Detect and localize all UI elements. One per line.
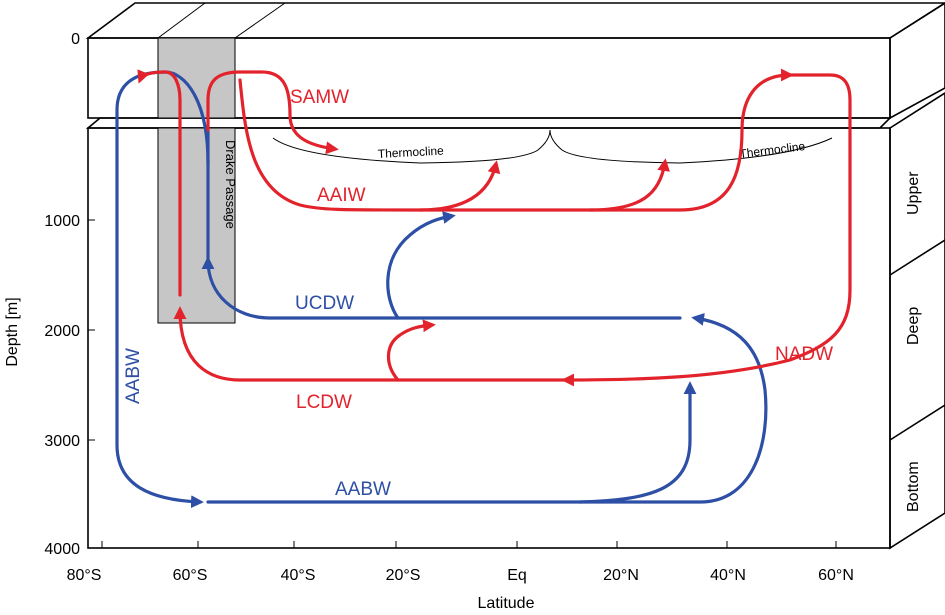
x-tick-label-80s: 80°S <box>67 567 102 584</box>
thermocline-brace <box>272 129 833 164</box>
samw-path <box>137 69 182 297</box>
aabw-bottom-label: AABW <box>335 479 391 500</box>
ucdw-path <box>201 256 682 320</box>
y-tick-label-1000: 1000 <box>44 213 80 230</box>
zone-label-upper: Upper <box>905 171 922 215</box>
drake-passage-shade-lower <box>157 127 236 324</box>
thermocline-north-label: Thermocline <box>739 139 807 161</box>
y-axis-title: Depth [m] <box>4 297 21 366</box>
y-axis: 0 1000 2000 3000 4000 Depth [m] <box>4 31 95 558</box>
aabw-vertical-label: AABW <box>123 348 144 404</box>
y-tick-label-4000: 4000 <box>44 541 80 558</box>
main-body-side-face <box>889 92 945 550</box>
x-tick-label-60s: 60°S <box>173 567 208 584</box>
water-mass-labels: SAMW AAIW UCDW LCDW NADW AABW AABW <box>123 87 833 500</box>
thermocline: Thermocline Thermocline <box>272 129 833 164</box>
drake-passage: Drake Passage <box>157 2 286 324</box>
lcdw-path <box>173 306 567 382</box>
x-tick-label-20s: 20°S <box>386 567 421 584</box>
ucdw-label: UCDW <box>295 293 354 314</box>
aabw-bottom-path <box>206 381 697 504</box>
samw-label: SAMW <box>290 87 349 108</box>
samw-surface-path <box>206 70 339 155</box>
x-tick-label-40n: 40°N <box>710 567 746 584</box>
x-tick-label-eq: Eq <box>507 567 527 584</box>
zone-divider-upper-deep <box>889 239 945 276</box>
ucdw-branch <box>386 211 456 320</box>
x-axis-title: Latitude <box>478 595 535 612</box>
y-tick-label-3000: 3000 <box>44 433 80 450</box>
thermocline-south-label: Thermocline <box>377 144 444 161</box>
x-tick-label-40s: 40°S <box>281 567 316 584</box>
aaiw-label: AAIW <box>317 185 366 206</box>
aabw-bottom-extension <box>578 313 768 504</box>
lcdw-branch <box>386 319 436 382</box>
lcdw-label: LCDW <box>296 392 352 413</box>
x-tick-label-20n: 20°N <box>603 567 639 584</box>
aaiw-to-north <box>418 158 670 212</box>
zone-label-deep: Deep <box>905 307 922 345</box>
zone-label-bottom: Bottom <box>905 461 922 512</box>
aaiw-north-surface <box>588 68 794 212</box>
pathways <box>115 68 852 509</box>
aaiw-path <box>238 78 501 212</box>
nadw-path <box>561 73 852 387</box>
box-frame <box>85 2 945 550</box>
drake-passage-top-edge-east <box>234 2 286 39</box>
x-axis: 80°S 60°S 40°S 20°S Eq 20°N 40°N 60°N La… <box>67 541 854 612</box>
y-tick-label-0: 0 <box>71 31 80 48</box>
upper-slab-side-face <box>889 2 945 120</box>
nadw-label: NADW <box>775 344 833 365</box>
drake-passage-top-edge-west <box>157 2 206 39</box>
upper-slab-top-face <box>85 2 945 39</box>
aabw-path <box>115 70 210 509</box>
x-tick-label-60n: 60°N <box>818 567 854 584</box>
drake-passage-shade-upper <box>157 37 236 119</box>
drake-passage-label: Drake Passage <box>223 140 238 229</box>
y-tick-label-2000: 2000 <box>44 323 80 340</box>
zone-labels: Upper Deep Bottom <box>905 171 922 512</box>
zone-divider-deep-bottom <box>889 404 945 441</box>
